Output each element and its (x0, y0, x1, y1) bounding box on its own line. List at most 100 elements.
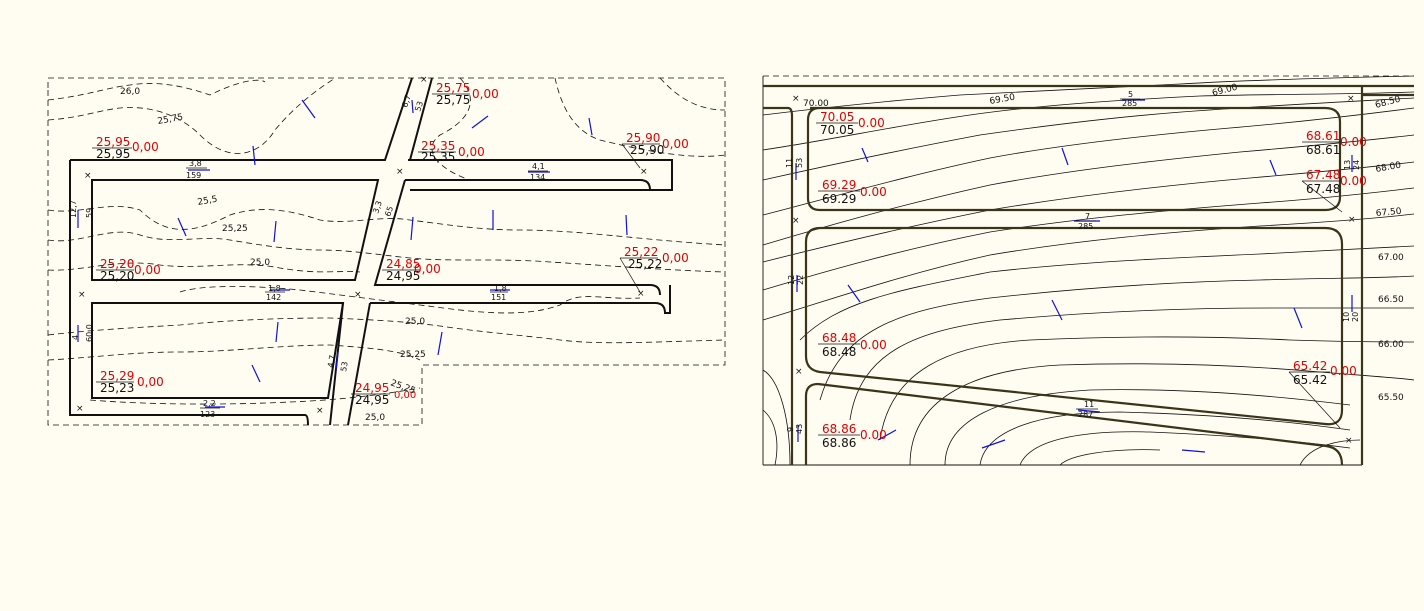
svg-text:0.00: 0.00 (860, 338, 887, 352)
svg-text:25,35: 25,35 (421, 150, 455, 164)
svg-text:0.00: 0.00 (1330, 364, 1357, 378)
svg-text:×: × (1347, 94, 1355, 104)
svg-text:0,00: 0,00 (394, 390, 416, 401)
left-contour-labels: 26,0 25,75 25,5 25,25 25,0 25,0 25,25 25… (120, 87, 426, 423)
svg-text:142: 142 (266, 293, 281, 302)
svg-text:68.48: 68.48 (822, 345, 856, 359)
contour-label: 68.50 (1374, 94, 1402, 110)
contour-label: 25,0 (250, 258, 270, 268)
svg-text:25,35: 25,35 (421, 139, 455, 153)
right-contour-labels: 70.00 69.50 69.00 68.50 68.00 67.50 67.0… (803, 82, 1404, 403)
elevation-label: 25,29 25,23 0,00 (96, 369, 164, 395)
svg-text:4,1: 4,1 (532, 162, 545, 171)
contour-label: 69.50 (989, 93, 1016, 107)
svg-text:287: 287 (1078, 410, 1093, 419)
svg-text:69.29: 69.29 (822, 178, 856, 192)
svg-text:0.00: 0.00 (858, 116, 885, 130)
svg-text:0,00: 0,00 (132, 140, 159, 154)
svg-text:24,85: 24,85 (386, 257, 420, 271)
svg-text:0,00: 0,00 (662, 251, 689, 265)
svg-text:53: 53 (795, 158, 804, 168)
elevation-label: 68.86 68.86 0.00 (818, 422, 887, 450)
svg-text:25,90: 25,90 (630, 143, 664, 157)
svg-text:24,95: 24,95 (355, 381, 389, 395)
svg-text:69.29: 69.29 (822, 192, 856, 206)
elevation-label: 70.05 70.05 0.00 (816, 110, 885, 137)
svg-text:12,7: 12,7 (69, 200, 78, 218)
svg-text:65: 65 (383, 205, 395, 217)
svg-text:10: 10 (1342, 312, 1351, 322)
svg-text:65.42: 65.42 (1293, 373, 1327, 387)
svg-text:×: × (316, 406, 324, 416)
svg-text:68.61: 68.61 (1306, 143, 1340, 157)
svg-text:24,95: 24,95 (386, 269, 420, 283)
svg-text:25,75: 25,75 (436, 93, 470, 107)
svg-text:68.86: 68.86 (822, 422, 856, 436)
svg-text:25,22: 25,22 (628, 257, 662, 271)
elevation-label: 25,95 25,95 0,00 (92, 135, 159, 161)
svg-text:25,90: 25,90 (626, 131, 660, 145)
contour-label: 25,25 (400, 350, 426, 360)
svg-text:25,20: 25,20 (100, 257, 134, 271)
svg-text:24: 24 (1352, 160, 1361, 170)
svg-text:×: × (795, 367, 803, 377)
elevation-label: 65.42 65.42 0.00 (1288, 359, 1357, 429)
right-roads (763, 84, 1414, 466)
svg-text:68.48: 68.48 (822, 331, 856, 345)
svg-text:×: × (354, 290, 362, 300)
svg-text:65.42: 65.42 (1293, 359, 1327, 373)
svg-text:×: × (78, 290, 86, 300)
svg-text:0,00: 0,00 (414, 262, 441, 276)
svg-text:0,00: 0,00 (458, 145, 485, 159)
elevation-label: 24,95 24,95 0,00 (351, 381, 416, 407)
contour-label: 25,5 (197, 195, 218, 208)
elevation-label: 25,22 25,22 0,00 (619, 245, 689, 293)
svg-text:70.05: 70.05 (820, 110, 854, 124)
elevation-label: 67.48 67.48 0.00 (1301, 168, 1367, 213)
svg-text:53: 53 (413, 100, 425, 112)
contour-label: 26,0 (120, 87, 140, 97)
svg-text:11: 11 (785, 158, 794, 168)
svg-text:×: × (792, 94, 800, 104)
svg-text:25,22: 25,22 (624, 245, 658, 259)
svg-text:60,0: 60,0 (85, 324, 94, 342)
svg-text:67.48: 67.48 (1306, 182, 1340, 196)
right-slope-labels: 5 285 7 285 11 287 11 53 12 22 13 24 10 … (785, 90, 1361, 434)
svg-text:0.00: 0.00 (1340, 135, 1367, 149)
svg-text:×: × (640, 167, 648, 177)
svg-text:4,7: 4,7 (326, 354, 337, 368)
left-plan: × × × × × × × × × (47, 75, 726, 426)
contour-label: 68.00 (1375, 161, 1402, 175)
svg-text:25,95: 25,95 (96, 147, 130, 161)
contour-label: 65.50 (1378, 393, 1404, 403)
svg-text:×: × (396, 167, 404, 177)
left-contours (47, 77, 726, 405)
svg-text:3,8: 3,8 (189, 159, 202, 168)
svg-text:25,20: 25,20 (100, 269, 134, 283)
svg-text:134: 134 (530, 173, 545, 182)
svg-text:53: 53 (339, 361, 350, 373)
left-markers: × × × × × × × × × (76, 75, 648, 416)
svg-text:×: × (1348, 215, 1356, 225)
contour-label: 25,0 (405, 317, 425, 327)
elevation-label: 25,90 25,90 0,00 (621, 131, 689, 169)
svg-text:×: × (84, 171, 92, 181)
svg-text:11: 11 (1084, 400, 1094, 409)
svg-text:285: 285 (1122, 99, 1137, 108)
elevation-label: 68.48 68.48 0.00 (818, 331, 887, 359)
svg-text:1,8: 1,8 (268, 284, 281, 293)
svg-text:68.61: 68.61 (1306, 129, 1340, 143)
svg-text:0,00: 0,00 (134, 263, 161, 277)
svg-text:0.00: 0.00 (1340, 174, 1367, 188)
svg-text:20: 20 (1351, 312, 1360, 322)
contour-label: 66.50 (1378, 295, 1404, 305)
svg-text:×: × (792, 216, 800, 226)
svg-text:123: 123 (200, 410, 215, 419)
svg-text:×: × (76, 404, 84, 414)
contour-label: 25,25 (222, 224, 248, 234)
svg-text:159: 159 (186, 171, 201, 180)
contour-label: 67.50 (1375, 207, 1402, 219)
right-elevation-labels: 70.05 70.05 0.00 69.29 69.29 0.00 68.61 … (816, 110, 1367, 450)
contour-label: 67.00 (1378, 253, 1404, 263)
